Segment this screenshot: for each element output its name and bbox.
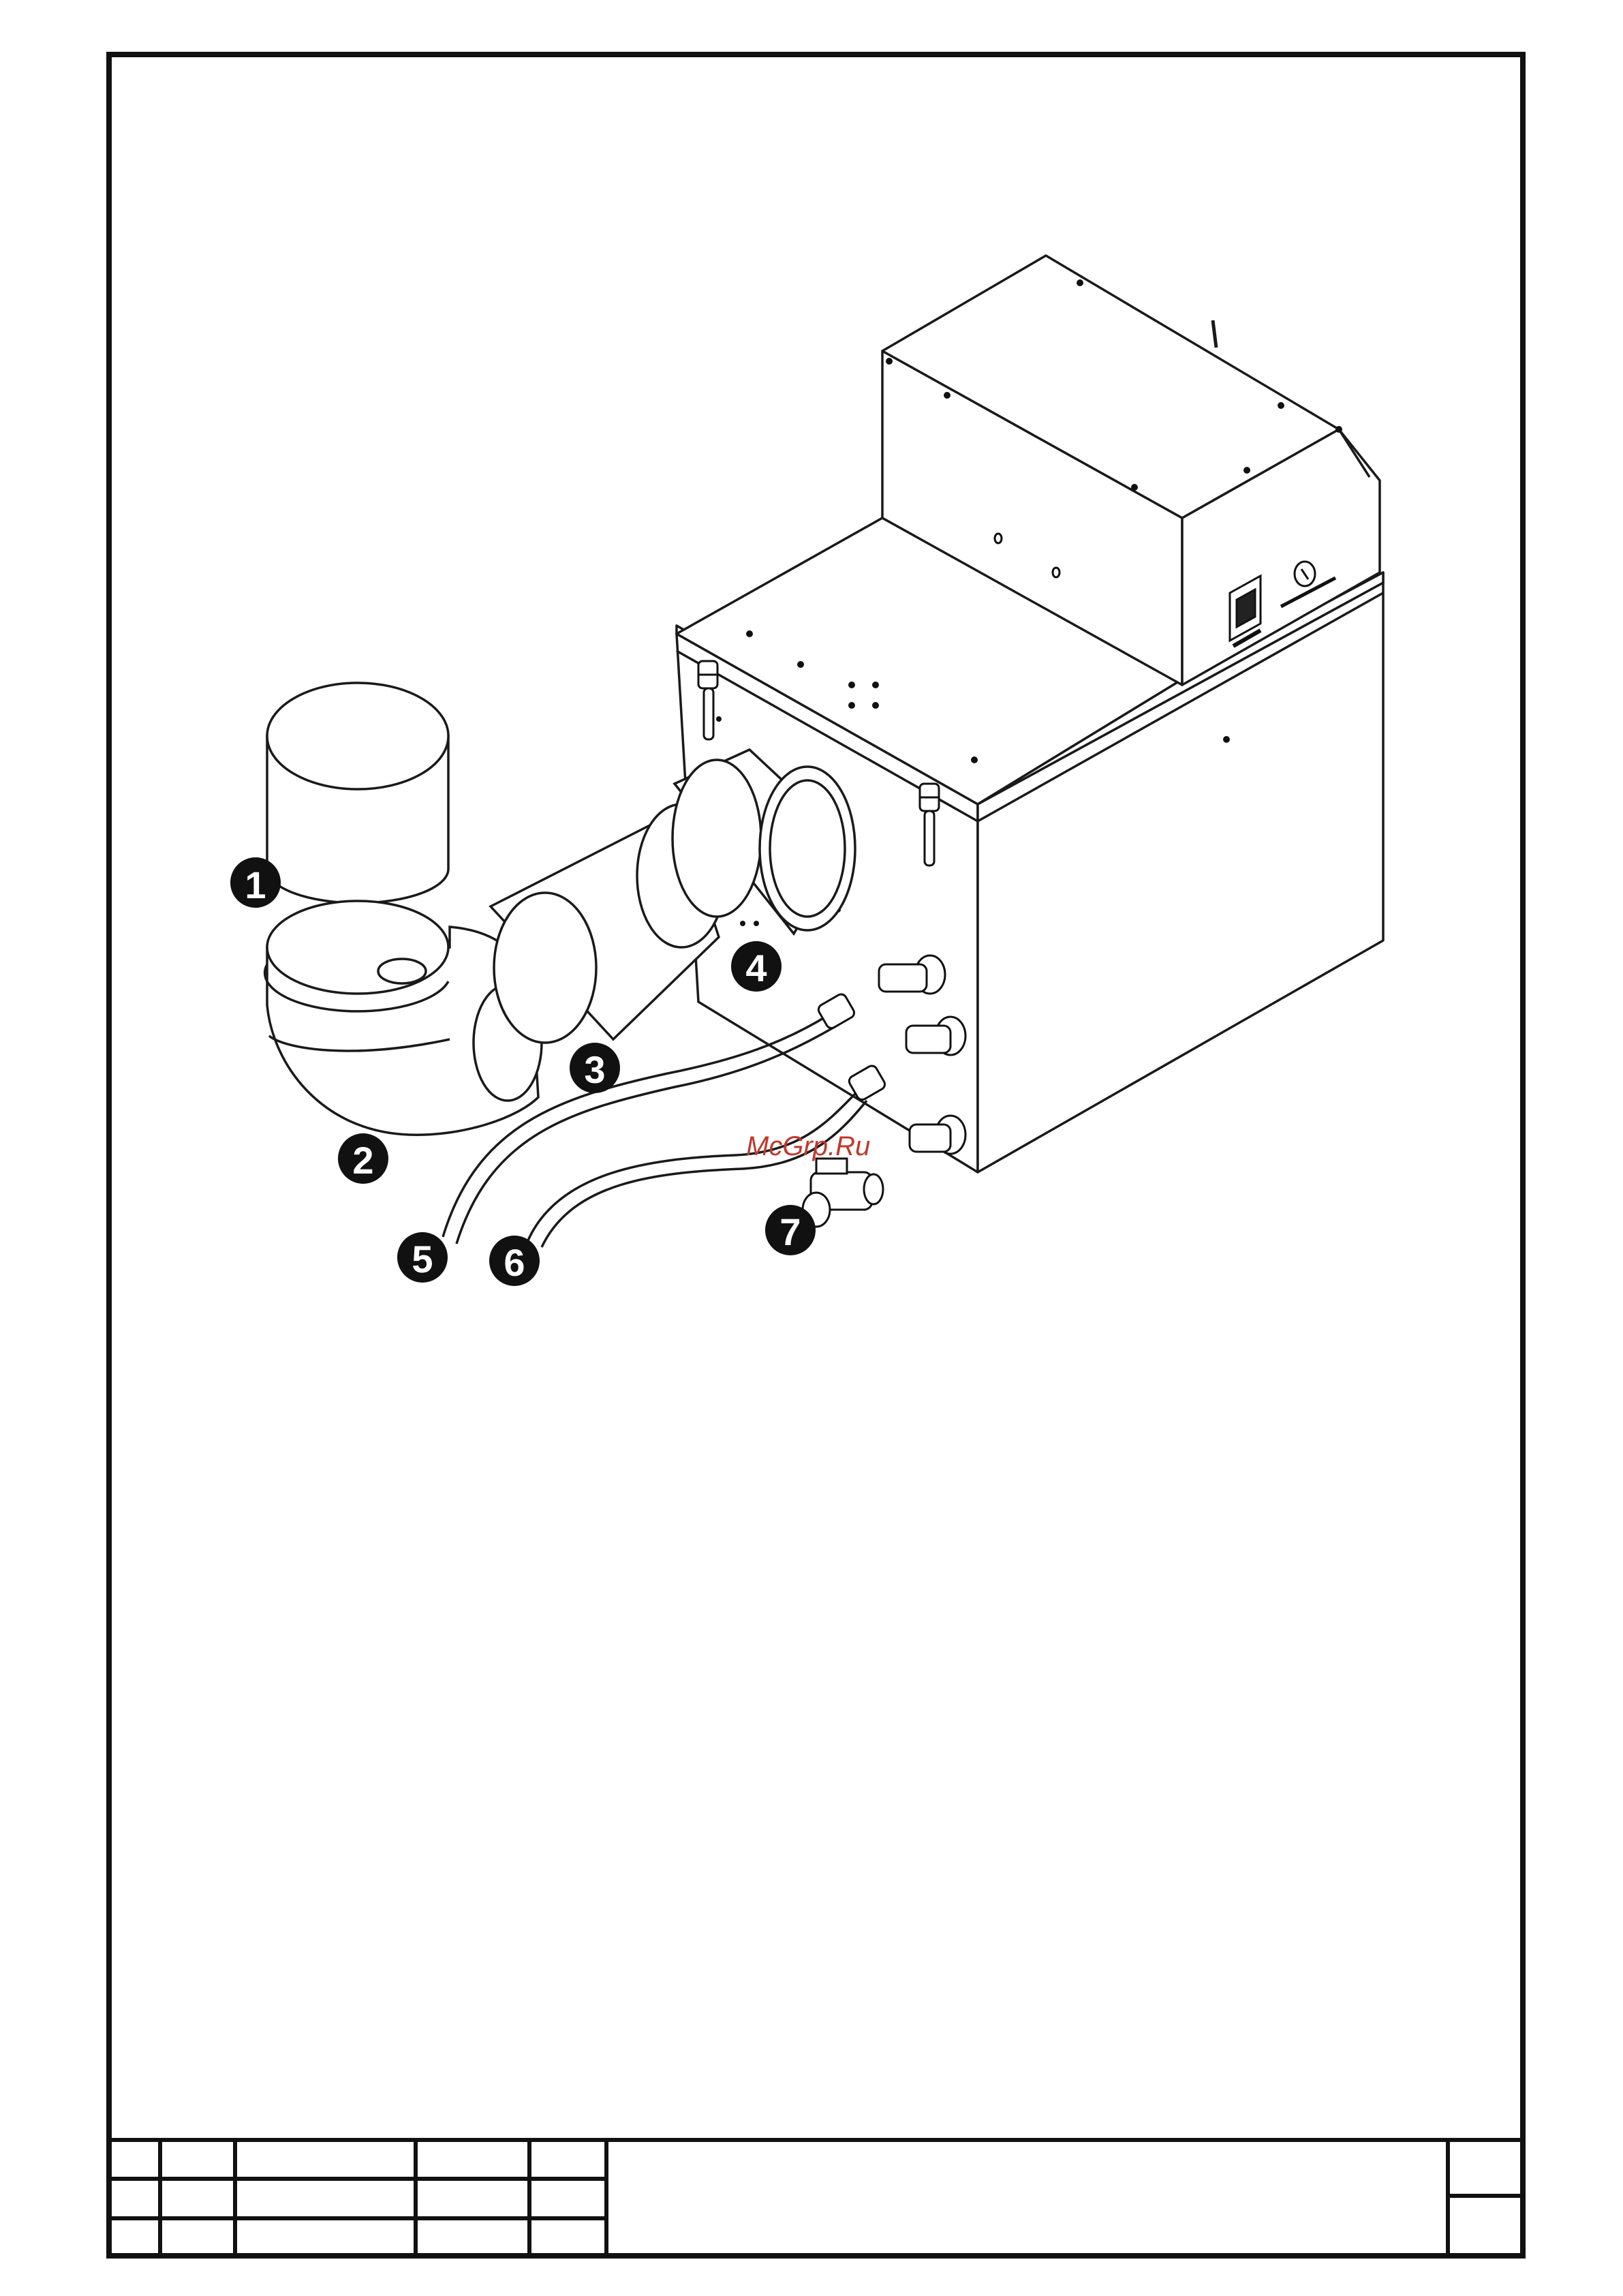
callout-4: 4 <box>731 941 782 992</box>
title-block <box>109 2140 1523 2256</box>
watermark-text: McGrp.Ru <box>746 1131 870 1161</box>
svg-text:2: 2 <box>352 1139 373 1182</box>
callout-7: 7 <box>765 1205 816 1255</box>
ball-valve-part-7 <box>803 1159 883 1227</box>
main-unit <box>677 256 1383 1172</box>
rod <box>1213 320 1216 348</box>
callout-1: 1 <box>230 857 281 908</box>
svg-text:6: 6 <box>504 1241 525 1284</box>
callout-5: 5 <box>397 1232 448 1283</box>
callout-6: 6 <box>489 1236 540 1286</box>
pipe-part-1 <box>267 683 448 903</box>
callout-2: 2 <box>338 1133 388 1184</box>
svg-text:4: 4 <box>745 947 767 990</box>
svg-text:7: 7 <box>779 1210 801 1253</box>
svg-text:1: 1 <box>245 863 266 906</box>
svg-text:3: 3 <box>584 1048 605 1091</box>
callout-3: 3 <box>570 1043 620 1093</box>
svg-text:5: 5 <box>412 1238 433 1281</box>
